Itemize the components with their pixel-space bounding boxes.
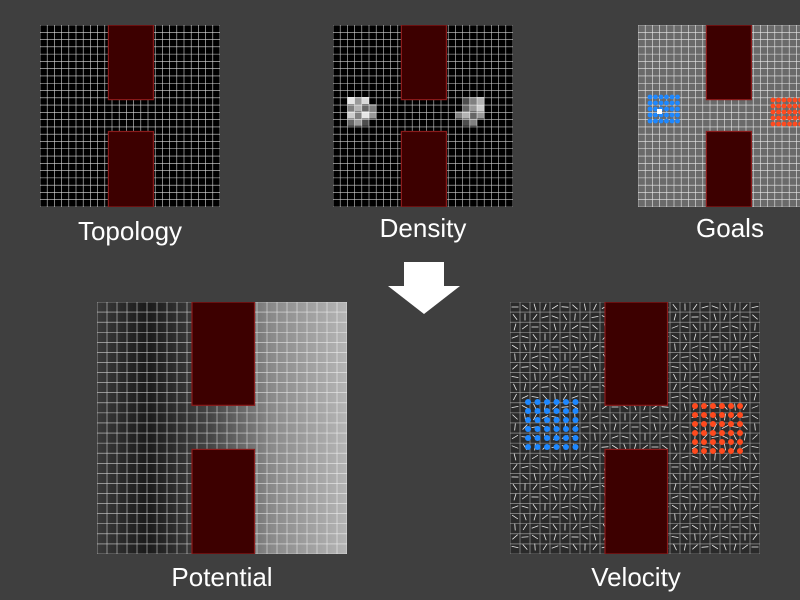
agents-group-b	[692, 403, 743, 454]
down-arrow-icon	[388, 262, 460, 314]
obstacle-top	[107, 25, 155, 101]
velocity-label: Velocity	[591, 562, 681, 592]
obstacle-top	[191, 302, 256, 406]
density-grid	[333, 25, 513, 207]
density-label: Density	[379, 213, 467, 243]
obstacle-bottom	[705, 130, 753, 207]
goal-marker-a	[657, 109, 662, 114]
potential-panel	[97, 302, 347, 554]
density-panel	[333, 25, 513, 207]
obstacle-bottom	[400, 130, 448, 207]
goals-grid	[638, 25, 800, 207]
potential-grid	[97, 302, 347, 554]
topology-panel	[40, 25, 220, 207]
velocity-grid	[510, 302, 760, 554]
topology-grid	[40, 25, 220, 207]
agents-group-a	[525, 399, 579, 450]
goals-label: Goals	[696, 213, 764, 243]
obstacle-bottom	[604, 448, 669, 554]
goals-panel	[638, 25, 800, 207]
obstacle-top	[604, 302, 669, 406]
obstacle-bottom	[191, 448, 256, 554]
topology-label: Topology	[77, 216, 183, 246]
velocity-panel	[510, 302, 760, 554]
goal-cluster-a	[647, 94, 680, 124]
goal-cluster-b	[770, 97, 800, 127]
potential-label: Potential	[171, 562, 273, 592]
density-cells	[347, 97, 485, 126]
obstacle-bottom	[107, 130, 155, 207]
obstacle-top	[705, 25, 753, 101]
obstacle-top	[400, 25, 448, 101]
